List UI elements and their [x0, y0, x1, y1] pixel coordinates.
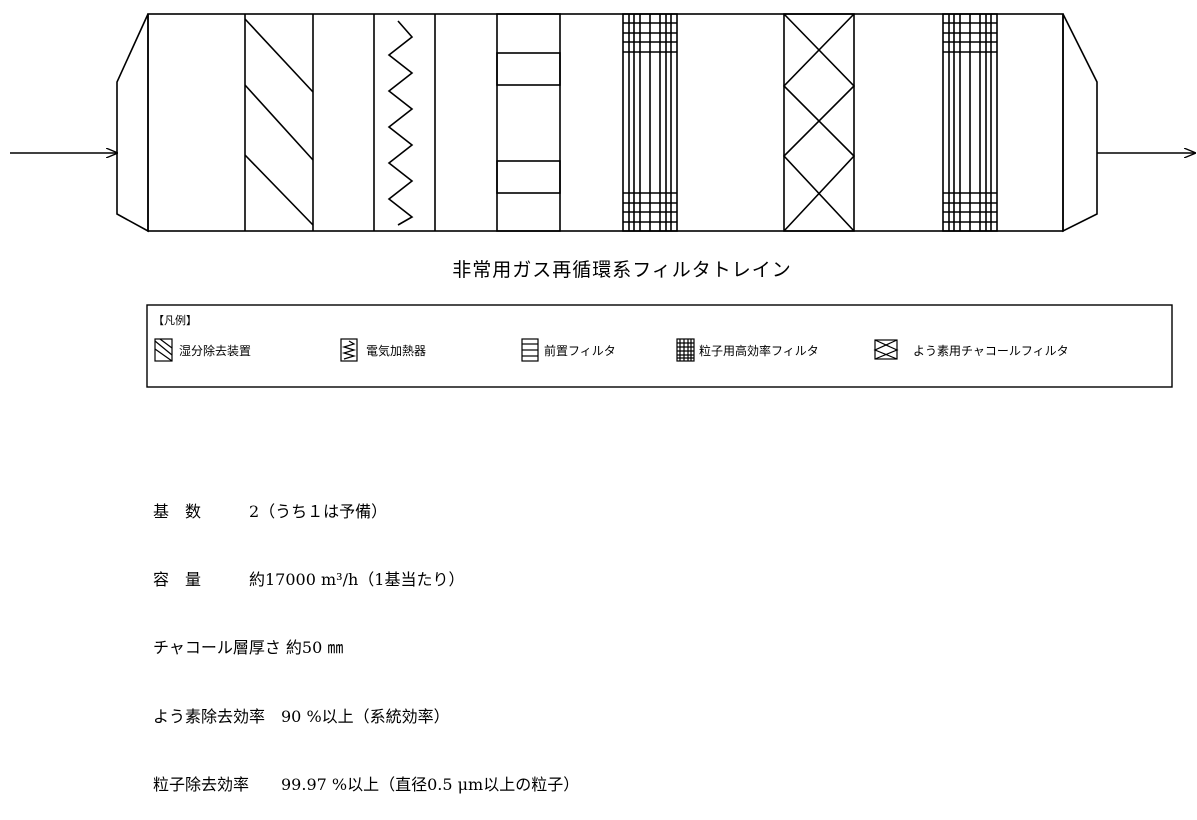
diagram-title: 非常用ガス再循環系フィルタトレイン [452, 259, 792, 281]
legend-label-hepa-filter: 粒子用高効率フィルタ [699, 343, 819, 358]
moisture-separator-icon [154, 338, 173, 362]
legend-label-charcoal-filter: よう素用チャコールフィルタ [913, 344, 1069, 358]
inlet-transition [116, 13, 149, 233]
spec-charcoal-thickness: チャコール層厚さ 約50 ㎜ [153, 638, 344, 658]
moisture-separator [244, 14, 314, 231]
legend-label-prefilter: 前置フィルタ [544, 343, 616, 358]
charcoal-filter-icon [873, 339, 899, 360]
hepa-filter-2 [942, 13, 998, 232]
hepa-filter-icon [676, 338, 695, 362]
spec-capacity: 容 量 約17000 m³/h（1基当たり） [153, 569, 465, 589]
legend-heading: 【凡例】 [153, 313, 197, 327]
electric-heater-icon [340, 338, 358, 362]
charcoal-filter [782, 13, 856, 232]
specification-list: 基 数 2（うち１は予備） 容 量 約17000 m³/h（1基当たり） チャコ… [153, 455, 579, 820]
spec-iodine-efficiency: よう素除去効率 90 %以上（系統効率） [153, 706, 450, 726]
filter-train-diagram: 非常用ガス再循環系フィルタトレイン 【凡例】 [10, 13, 1197, 388]
spec-unit-count: 基 数 2（うち１は予備） [153, 501, 388, 521]
legend-label-electric-heater: 電気加熱器 [366, 343, 426, 358]
filter-housing [147, 13, 1064, 232]
spec-particle-efficiency: 粒子除去効率 99.97 %以上（直径0.5 μm以上の粒子） [153, 775, 580, 795]
prefilter-icon [521, 338, 539, 362]
prefilter [496, 13, 561, 232]
electric-heater [373, 14, 436, 231]
outlet-transition [1062, 13, 1098, 233]
legend-label-moisture-separator: 湿分除去装置 [179, 343, 251, 358]
hepa-filter-1 [622, 13, 678, 232]
legend-box [146, 304, 1173, 388]
